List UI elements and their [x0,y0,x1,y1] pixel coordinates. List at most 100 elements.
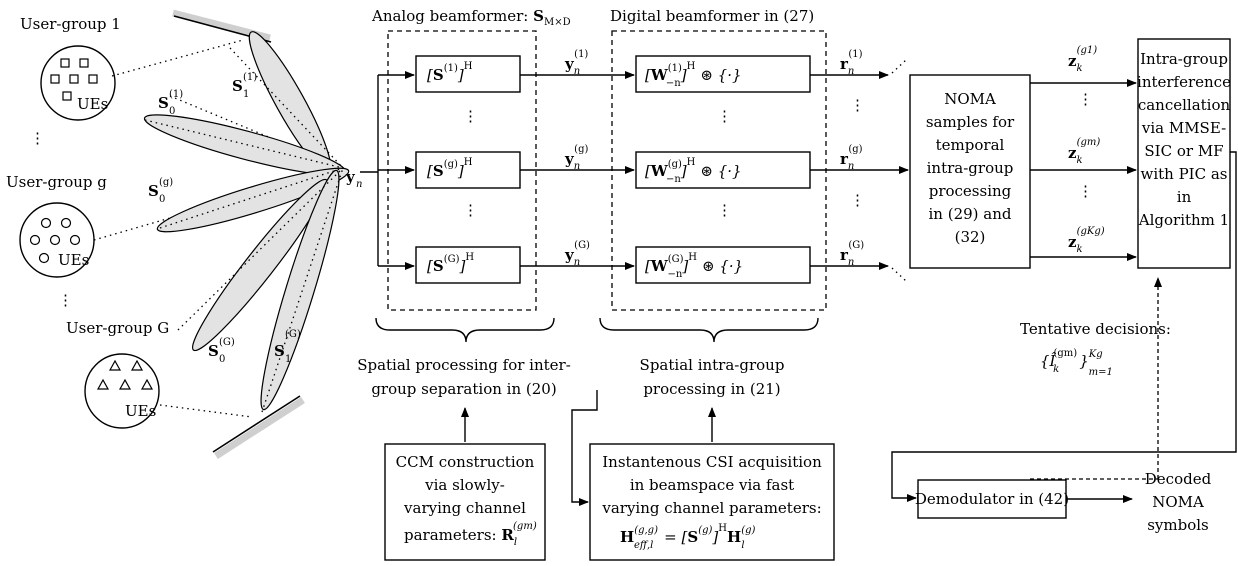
svg-text:Algorithm 1: Algorithm 1 [1138,211,1229,229]
digital-dots-1: ⋮ [717,107,732,125]
beam-label-S1-1: S 1 (1) [232,72,257,100]
svg-text:(1): (1) [243,72,257,83]
svg-text:S: S [232,77,243,95]
svg-text:(g): (g) [159,177,173,188]
ic-to-demod-wire [891,151,1237,502]
analog-box-1 [415,55,521,93]
svg-text:(G): (G) [285,329,301,340]
svg-text:Tentative decisions:: Tentative decisions: [1020,320,1171,338]
svg-text:S: S [158,94,169,112]
ccm-to-csi-wire [571,390,598,506]
ccm-parameters-line: parameters: Rl(gm) [404,521,537,548]
svg-text:(1): (1) [169,89,183,100]
svg-text:cancellation: cancellation [1138,96,1231,114]
svg-text:⋮: ⋮ [1078,90,1093,108]
svg-text:intra-group: intra-group [927,159,1014,177]
svg-text:in: in [1177,188,1192,206]
group1-ues-label: UEs [77,95,108,113]
groupG-circle [84,353,160,429]
svg-text:0: 0 [219,354,225,365]
svg-text:temporal: temporal [936,136,1005,154]
svg-text:samples for: samples for [926,113,1015,131]
interference-cancellation-text: Intra-group interference cancellation vi… [1137,50,1231,229]
groupg-ues-label: UEs [58,251,89,269]
svg-text:yn(G): yn(G) [564,240,590,268]
beam-S0-G [191,178,329,352]
svg-text:rn(G): rn(G) [840,240,864,268]
r-labels: rn(1) ⋮ rn(g) ⋮ rn(G) [840,49,865,268]
spatial-inter-text: Spatial processing for inter- group sepa… [357,356,571,398]
analog-title: Analog beamformer: SM×D [371,7,571,28]
z-labels: zk(g1) ⋮ zk(gm) ⋮ zk(gKg) [1068,45,1105,255]
input-fanout [360,71,415,270]
propagation-paths [93,39,344,418]
svg-text:symbols: symbols [1147,516,1209,534]
svg-text:Spatial processing for inter-: Spatial processing for inter- [357,356,571,374]
groupG-label: User-group G [66,319,169,337]
analog-box-G [415,246,521,284]
svg-text:via slowly-: via slowly- [424,476,505,494]
svg-text:S: S [208,342,219,360]
svg-text:yn(1): yn(1) [564,49,588,77]
svg-text:Intra-group: Intra-group [1140,50,1228,68]
group1-ue-squares [50,58,98,101]
svg-text:varying channel parameters:: varying channel parameters: [601,499,821,517]
beam-label-S0-G: S 0 (G) [208,337,235,365]
demodulator-label: Demodulator in (42) [915,490,1069,508]
svg-text:1: 1 [285,354,291,365]
noma-to-ic-arrows [1030,79,1137,261]
svg-text:S: S [274,342,285,360]
groupG-ues-label: UEs [125,402,156,420]
svg-text:n: n [356,179,362,190]
svg-text:(32): (32) [955,228,986,246]
analog-dots-2: ⋮ [463,201,478,219]
groupg-ue-circles [29,217,81,264]
beam-label-S0-1: S 0 (1) [158,89,183,117]
vertical-dots-1: ⋮ [30,129,45,147]
analog-dots-1: ⋮ [463,107,478,125]
svg-text:Spatial intra-group: Spatial intra-group [640,356,785,374]
svg-text:zk(gm): zk(gm) [1068,137,1100,166]
analog-box-G-label: [S(G)]H [427,252,474,275]
analog-box-1-label: [S(1)]H [427,61,473,84]
vertical-dots-2: ⋮ [58,291,73,309]
interference-cancellation-box [1137,38,1231,269]
beam-S1-G [260,169,340,411]
svg-text:⋮: ⋮ [850,191,865,209]
svg-text:with PIC as: with PIC as [1141,165,1228,183]
analog-box-g [415,151,521,189]
svg-text:1: 1 [243,89,249,100]
csi-acquisition-box [589,443,835,561]
analog-box-g-label: [S(g)]H [427,157,473,180]
svg-text:S: S [148,182,159,200]
svg-text:interference: interference [1137,73,1231,91]
digital-to-noma-arrows [810,59,909,282]
svg-text:yn(g): yn(g) [564,144,588,172]
svg-text:NOMA: NOMA [944,90,996,108]
svg-text:rn(1): rn(1) [840,49,863,77]
csi-equation: H(g,g)eff,l = [S(g)]HH(g)l [620,523,755,551]
svg-text:zk(g1): zk(g1) [1068,45,1097,74]
svg-text:in beamspace via fast: in beamspace via fast [630,476,794,494]
beam-S0-g [156,167,350,233]
noma-samples-box [909,74,1031,269]
svg-text:SIC or MF: SIC or MF [1144,142,1223,160]
beam-label-S1-G: S 1 (G) [274,329,301,365]
svg-text:NOMA: NOMA [1152,493,1204,511]
analog-to-digital-arrows [520,71,635,270]
svg-text:⋮: ⋮ [1078,182,1093,200]
ccm-construction-text: CCM construction via slowly- varying cha… [396,453,535,517]
noma-samples-text: NOMA samples for temporal intra-group pr… [926,90,1015,246]
brace-inter [375,317,555,343]
svg-text:(G): (G) [219,337,235,348]
svg-text:rn(g): rn(g) [840,144,863,172]
digital-title: Digital beamformer in (27) [610,7,814,25]
digital-box-g [635,151,811,189]
csi-acquisition-text: Instantenous CSI acquisition in beamspac… [601,453,822,517]
spatial-intra-text: Spatial intra-group processing in (21) [640,356,785,398]
svg-text:processing: processing [929,182,1012,200]
group1-label: User-group 1 [20,15,121,33]
bottom-reflector [212,395,305,459]
digital-box-1 [635,55,811,93]
